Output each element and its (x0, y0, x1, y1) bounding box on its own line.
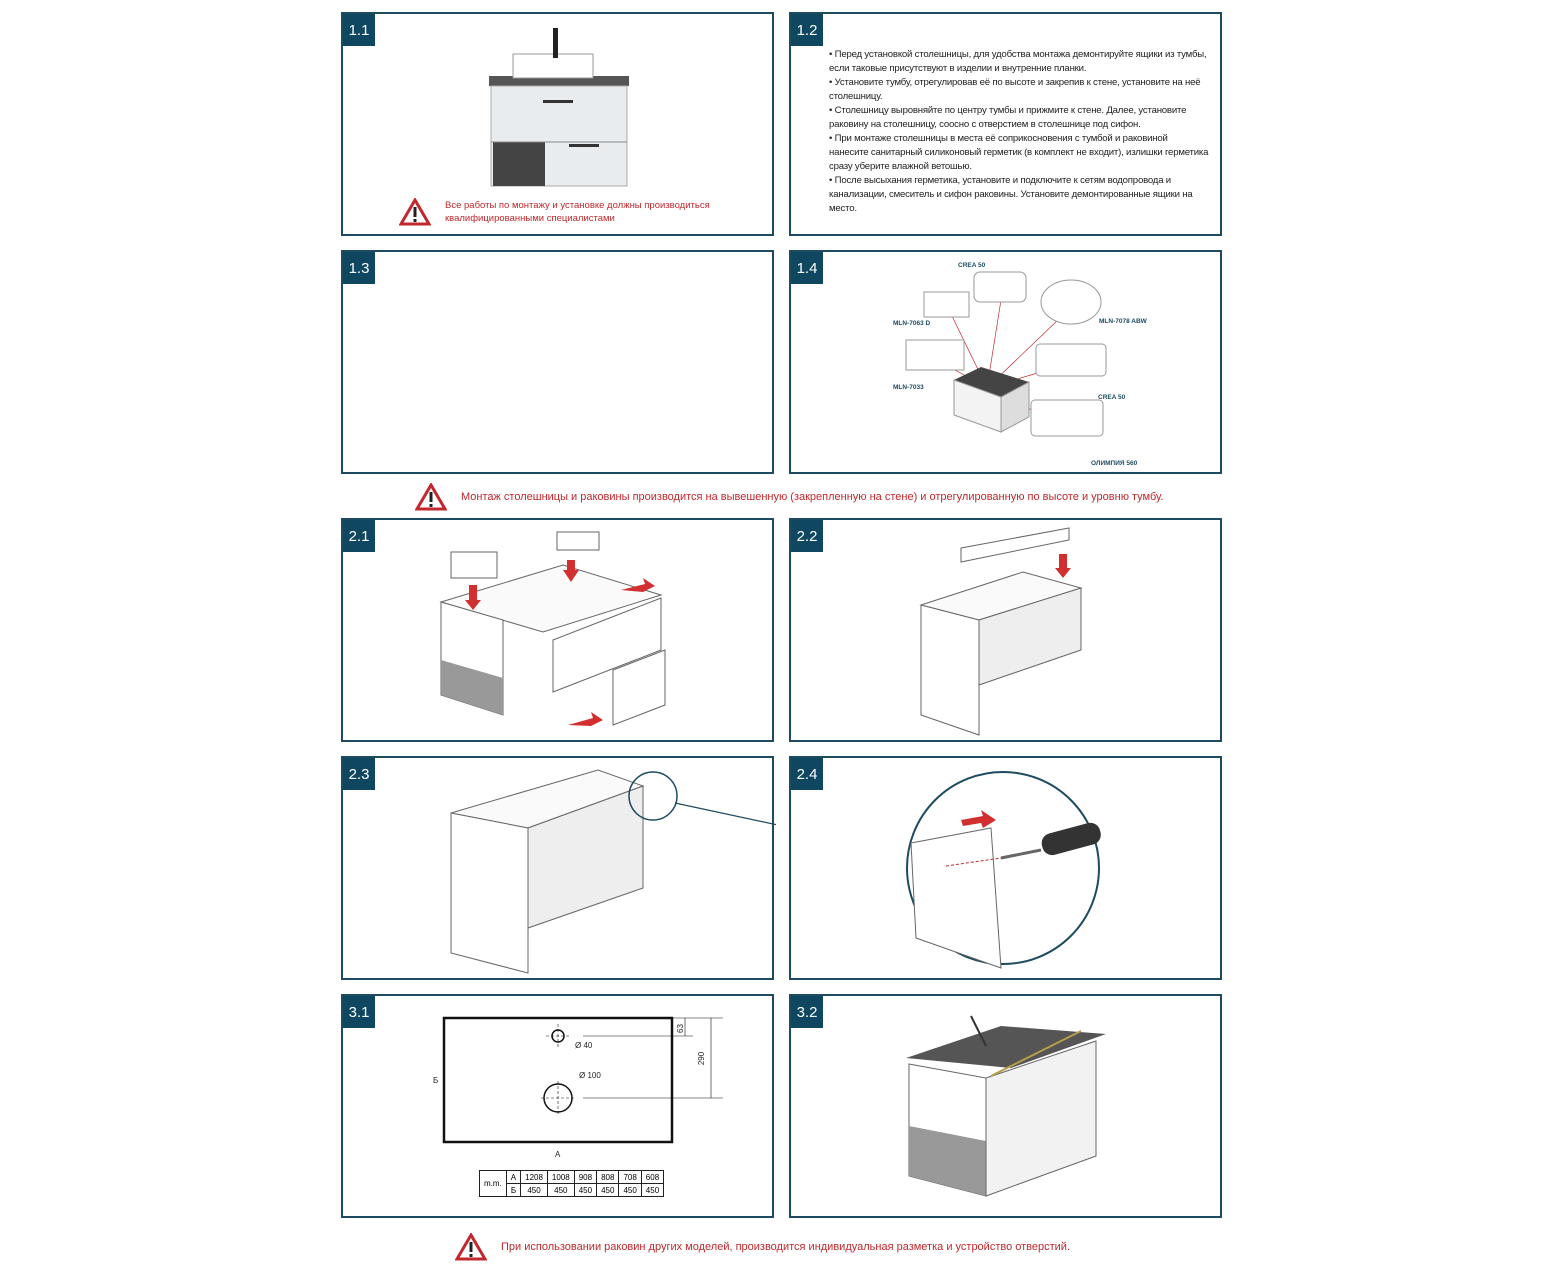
step-badge: 2.2 (791, 520, 823, 552)
panel-1-3: 1.3 (341, 250, 774, 474)
table-cell: А (505, 1170, 522, 1184)
step-badge: 2.4 (791, 758, 823, 790)
step-badge: 3.2 (791, 996, 823, 1028)
panel-1-2: 1.2 • Перед установкой столешницы, для у… (789, 12, 1222, 236)
instructions-text: • Перед установкой столешницы, для удобс… (829, 49, 1209, 214)
panel-3-2: 3.2 (789, 994, 1222, 1218)
bottom-warning: При использовании раковин других моделей… (455, 1233, 1070, 1261)
table-cell: 450 (618, 1183, 642, 1197)
step-badge: 2.1 (343, 520, 375, 552)
step-badge: 1.3 (343, 252, 375, 284)
remove-drawers-illustration (439, 531, 666, 726)
cabinet-screw-illustration (450, 769, 776, 974)
step-badge: 3.1 (343, 996, 375, 1028)
table-cell: 1208 (520, 1170, 548, 1184)
step-badge: 1.4 (791, 252, 823, 284)
table-cell: Б (505, 1183, 522, 1197)
step-badge: 2.3 (343, 758, 375, 790)
table-cell: 450 (640, 1183, 665, 1197)
warning-icon (415, 483, 447, 511)
table-cell: 908 (573, 1170, 598, 1184)
panel-1-4: 1.4 CREA 50 MLN-7063 D MLN-7078 ABW MLN-… (789, 250, 1222, 474)
table-cell: 450 (546, 1183, 575, 1197)
table-cell: 808 (596, 1170, 620, 1184)
panel-2-1: 2.1 (341, 518, 774, 742)
table-cell: 708 (618, 1170, 642, 1184)
table-cell: 608 (640, 1170, 665, 1184)
warning-icon (399, 198, 431, 226)
warning-note: Все работы по монтажу и установке должны… (399, 198, 735, 226)
table-cell: 1008 (546, 1170, 575, 1184)
sink-options-illustration (905, 271, 1107, 437)
panel-1-1: 1.1 Все работы по монтажу и установке до… (341, 12, 774, 236)
marking-countertop-illustration (906, 1015, 1106, 1197)
warning-icon (455, 1233, 487, 1261)
table-cell: 450 (520, 1183, 548, 1197)
panel-2-4: 2.4 (789, 756, 1222, 980)
panel-2-3: 2.3 (341, 756, 776, 980)
hole-drawing (442, 1016, 723, 1144)
mid-warning: Монтаж столешницы и раковины производитс… (415, 483, 1164, 511)
step-badge: 1.1 (343, 14, 375, 46)
step-badge: 1.2 (791, 14, 823, 46)
table-cell: 450 (573, 1183, 598, 1197)
install-strip-illustration (919, 527, 1083, 736)
screwdriver-detail-illustration (906, 771, 1101, 969)
panel-2-2: 2.2 (789, 518, 1222, 742)
table-cell: m.m. (479, 1170, 507, 1197)
table-cell: 450 (596, 1183, 620, 1197)
vanity-illustration (489, 28, 629, 187)
